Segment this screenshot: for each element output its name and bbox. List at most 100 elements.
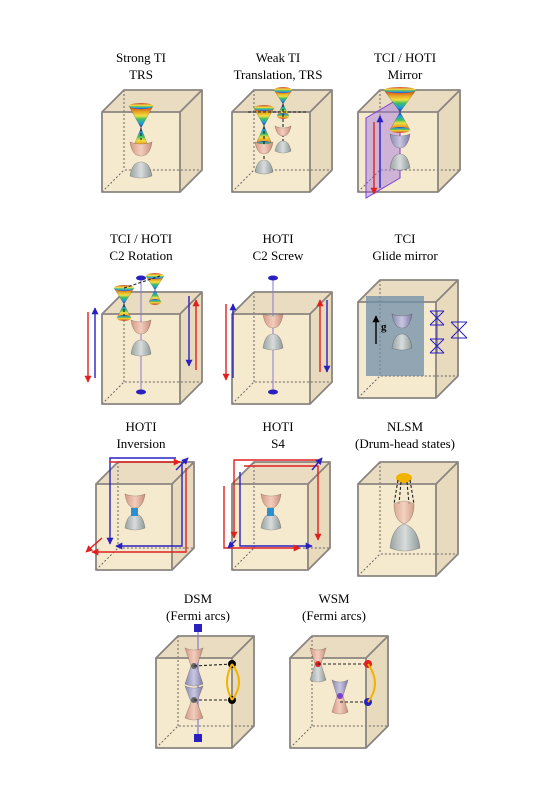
cube-hidden-edge [231,547,330,571]
cube-side [438,90,460,192]
cube-front-edge [357,483,437,577]
rotation-axis-marker [136,389,146,395]
dsm-axis-top [194,624,202,632]
hinge-corner-red [85,537,103,553]
cone-rim [146,273,164,279]
drumhead-guide [393,479,399,505]
bulk-valence-band [389,153,411,171]
cube-top-edge [289,635,389,659]
surface-cone-upper [383,87,417,113]
cube-top [232,292,332,314]
rotation-axis-marker [268,275,278,281]
cube-side [436,280,458,398]
cube-side-edge [309,292,333,405]
decorations-layer: g [84,87,468,742]
bulk-conduction-band [254,141,274,155]
cube-side-edge [309,90,333,193]
glide-bowtie-outside [450,321,468,339]
cube-dsm [155,635,255,749]
cube-hidden-edge [155,725,254,749]
glide-symbol: g [381,321,387,333]
cube-top [232,462,330,484]
fermi-arc-2 [226,663,233,701]
cube-top-edge [101,89,203,113]
hinge-corner-blue-2 [227,539,237,549]
rotation-axis-marker [268,389,278,395]
cube-top-edge [101,291,203,315]
cube-side [180,90,202,192]
cube-front-edge [231,483,309,571]
hinge-loop-blue-2 [106,457,176,545]
cone-rim [390,127,410,133]
cube-side-edge [307,462,331,571]
cube-top-edge [357,279,459,303]
bulk-valence-band [274,140,292,154]
weyl-node-minus [337,693,343,699]
cube-front [232,314,310,404]
bulk-upper-cone [331,679,349,697]
cube-weak-ti [231,89,333,193]
cube-wsm [289,635,389,749]
hinge-corner-blue [175,457,189,471]
bulk-upper-cone [184,685,204,703]
cone-rim [274,87,292,93]
bulk-valence-band [391,333,413,351]
S4-center [267,508,274,516]
surface-cone-upper [145,273,165,291]
bulk-lower-cone [331,695,349,715]
bulk-conduction-band [260,493,282,509]
cube-side-edge [179,292,203,405]
hinge-loop-red-1 [91,468,187,556]
cube-top [96,462,194,484]
hinge-corner-blue [311,457,323,471]
cube-hoti-c2-screw [231,291,333,405]
surface-cone-upper [128,103,154,129]
cube-top [358,90,460,112]
fermi-arc [367,663,376,703]
drumhead-guide [409,479,415,505]
cone-rim [149,299,161,305]
bulk-conduction-band [129,141,153,157]
c2-guide [123,275,161,289]
nodal-ring-lower [389,523,421,552]
bulk-conduction-band [130,319,152,335]
bulk-valence-band [262,333,284,351]
cube-top-edge [155,635,255,659]
cube-front-edge [231,313,311,405]
bulk-valence-band [254,159,274,175]
bulk-conduction-band [124,493,146,509]
bulk-conduction-band [391,313,413,329]
cube-top-edge [357,461,459,485]
bulk-valence-band [129,161,153,179]
cube-top-edge [231,89,333,113]
cube-hoti-s4 [231,461,331,571]
cube-front-edge [357,111,439,193]
cube-front-edge [95,483,173,571]
label-wsm: WSM(Fermi arcs) [302,591,366,623]
cube-side-edge [171,462,195,571]
bulk-conduction-band [262,313,284,329]
bulk-lower-cone [184,665,204,687]
drumhead-guide [406,481,410,505]
cube-side-edge [179,90,203,193]
cube-top [102,90,202,112]
bulk-conduction-band [389,133,411,149]
cube-top [156,636,254,658]
cone-rim [254,105,274,111]
cone-rim [384,87,416,93]
cube-side [232,636,254,748]
rotation-axis-marker [136,275,146,281]
drumhead-guide [398,481,402,505]
arc-guide [193,663,233,667]
hinge-loop-blue-1 [115,462,183,550]
bulk-upper-cone [309,647,327,665]
